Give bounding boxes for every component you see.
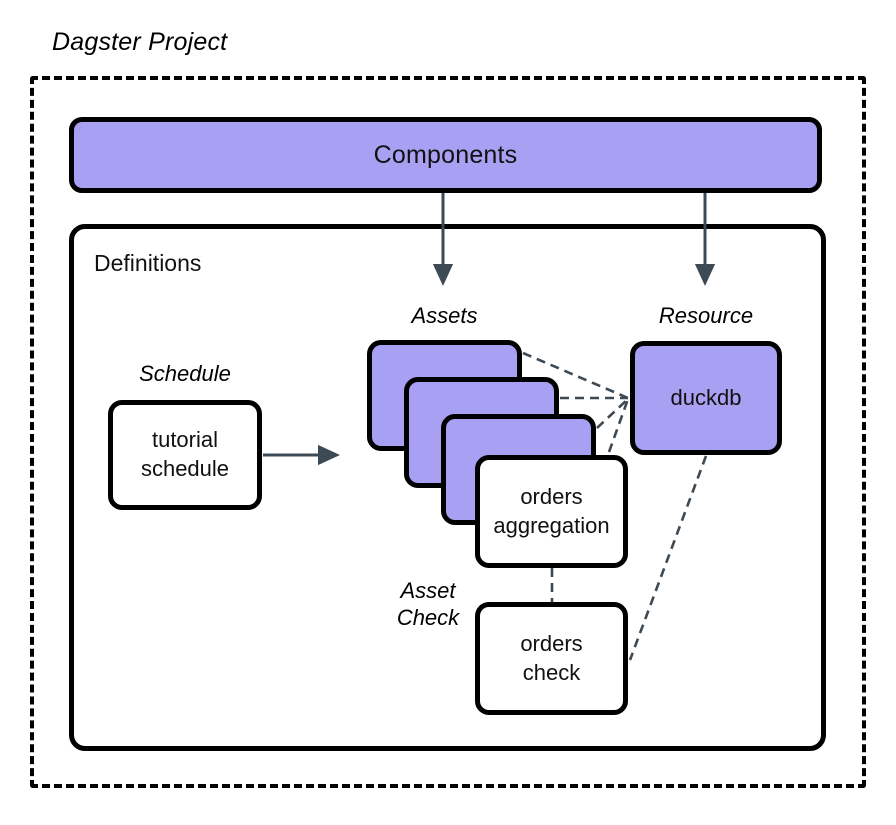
resource-group-label: Resource (658, 303, 754, 328)
assets-group-label: Assets (411, 303, 478, 328)
project-title: Dagster Project (52, 28, 228, 56)
schedule-group-label: Schedule (139, 361, 231, 386)
asset-check-group-label: Asset Check (396, 578, 460, 630)
components-box[interactable]: Components (69, 117, 822, 193)
definitions-label: Definitions (94, 250, 202, 276)
components-label: Components (373, 140, 518, 169)
orders-check-node[interactable]: orders check (475, 602, 628, 715)
duckdb-resource-node[interactable]: duckdb (630, 341, 782, 455)
dagster-project-container (30, 76, 866, 788)
tutorial-schedule-node[interactable]: tutorial schedule (108, 400, 262, 510)
orders-aggregation-node[interactable]: orders aggregation (475, 455, 628, 568)
